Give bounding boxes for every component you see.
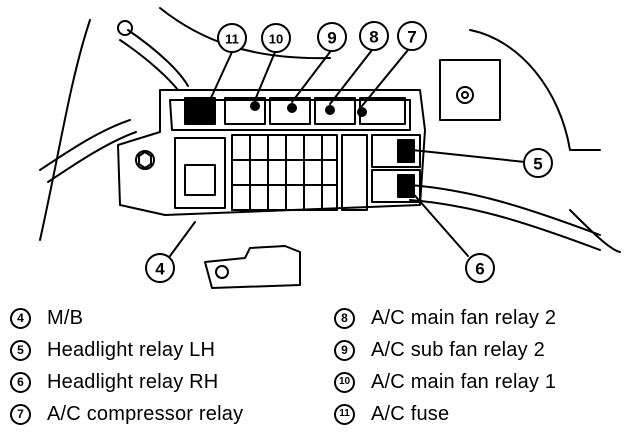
callout-10-circle <box>261 23 291 53</box>
callout-6-text: 6 <box>475 260 484 279</box>
lower-bracket <box>204 245 301 289</box>
legend-item-6: 6 Headlight relay RH <box>10 368 218 396</box>
left-sub-block-relay <box>184 164 216 196</box>
relay-6-face <box>397 174 415 198</box>
left-sub-block <box>174 137 226 209</box>
leader-10 <box>254 51 276 101</box>
legend-item-4: 4 M/B <box>10 304 83 332</box>
bracket-bolt-inner <box>461 91 469 99</box>
relay-9-dot <box>287 103 297 113</box>
legend-label-5: Headlight relay LH <box>47 338 216 361</box>
callout-4-circle <box>145 253 175 283</box>
callout-11-circle <box>217 23 247 53</box>
main-box-outline <box>117 89 426 216</box>
relay-7-dot <box>357 107 367 117</box>
relay-11 <box>184 97 216 125</box>
upper-bracket <box>439 59 501 121</box>
legend-badge-7: 7 <box>10 403 31 425</box>
relay-6 <box>371 169 421 203</box>
relay-8 <box>314 97 356 125</box>
relay-5-face <box>397 139 415 163</box>
fuse-box-diagram: 4 5 6 7 8 9 10 11 <box>39 7 621 289</box>
legend-item-5: 5 Headlight relay LH <box>10 336 215 364</box>
callout-8-text: 8 <box>369 28 378 47</box>
leader-5 <box>411 149 526 163</box>
legend-label-6: Headlight relay RH <box>47 370 219 393</box>
legend-label-7: A/C compressor relay <box>47 402 244 425</box>
legend-item-11: 11 A/C fuse <box>334 400 449 428</box>
relay-10-dot <box>250 101 260 111</box>
relay-9 <box>269 97 311 125</box>
relay-10 <box>224 97 266 125</box>
legend-label-10: A/C main fan relay 1 <box>371 370 557 393</box>
legend-badge-9: 9 <box>334 339 355 361</box>
callout-5-circle <box>523 148 553 178</box>
callout-7-circle <box>397 21 427 51</box>
bracket-bolt <box>456 86 474 104</box>
callout-5-text: 5 <box>533 155 542 174</box>
leader-4 <box>169 221 196 257</box>
relay-8-dot <box>325 105 335 115</box>
leader-11 <box>209 51 233 101</box>
legend: 4 M/B 5 Headlight relay LH 6 Headlight r… <box>0 290 624 440</box>
legend-item-8: 8 A/C main fan relay 2 <box>334 304 556 332</box>
legend-badge-11: 11 <box>334 403 355 425</box>
callout-6-circle <box>465 253 495 283</box>
legend-label-4: M/B <box>47 306 84 329</box>
leader-7 <box>361 49 409 107</box>
callout-10-text: 10 <box>269 32 283 47</box>
legend-item-10: 10 A/C main fan relay 1 <box>334 368 556 396</box>
legend-badge-10: 10 <box>334 371 355 393</box>
leader-9 <box>291 51 331 103</box>
lower-bracket-hole <box>215 265 229 279</box>
leader-6 <box>409 189 469 257</box>
legend-label-9: A/C sub fan relay 2 <box>371 338 545 361</box>
callout-11-text: 11 <box>225 32 239 47</box>
legend-badge-5: 5 <box>10 339 31 361</box>
callout-4-text: 4 <box>155 260 165 279</box>
legend-label-11: A/C fuse <box>371 402 450 425</box>
callout-9-text: 9 <box>327 29 336 48</box>
wiring-harness-right <box>409 184 601 251</box>
fuse-grid-lines <box>231 134 338 211</box>
legend-badge-4: 4 <box>10 307 31 329</box>
mount-bolt-left-hex <box>138 151 152 169</box>
top-clip <box>117 20 133 36</box>
callout-8-circle <box>359 21 389 51</box>
fuse-grid <box>231 134 338 211</box>
callout-7-text: 7 <box>407 28 416 47</box>
fuse-column-right <box>341 134 368 211</box>
legend-item-9: 9 A/C sub fan relay 2 <box>334 336 545 364</box>
legend-badge-6: 6 <box>10 371 31 393</box>
main-box-inner <box>169 99 411 131</box>
leader-8 <box>329 49 373 105</box>
top-wire <box>119 29 189 91</box>
legend-badge-8: 8 <box>334 307 355 329</box>
callout-9-circle <box>317 22 347 52</box>
legend-label-8: A/C main fan relay 2 <box>371 306 557 329</box>
legend-item-7: 7 A/C compressor relay <box>10 400 243 428</box>
wiring-harness-left <box>39 119 137 183</box>
mount-bolt-left <box>135 150 155 170</box>
